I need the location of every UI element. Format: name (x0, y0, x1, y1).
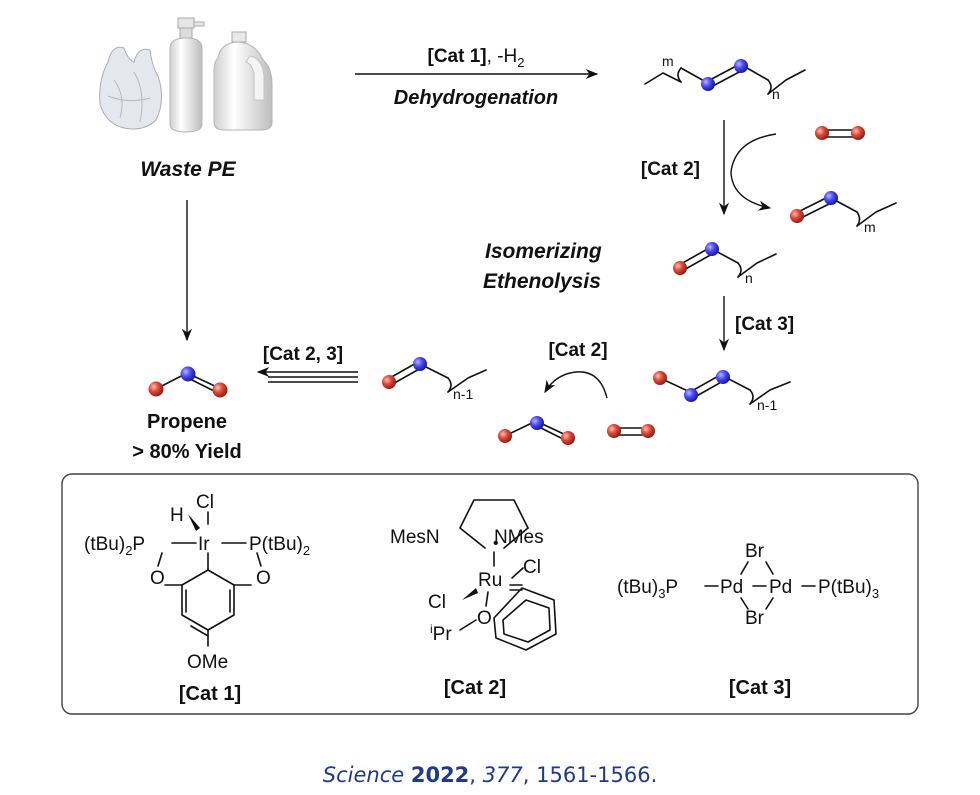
cat1-Cl: Cl (196, 492, 214, 513)
terminal-olefin-n: n (673, 242, 777, 286)
internal-olefin: m n (644, 53, 806, 102)
isomerized-olefin: n-1 (653, 370, 791, 413)
ethylene-reagent-2 (607, 424, 655, 438)
isomerized-olefin-sub: n-1 (757, 397, 777, 413)
terminal-olefin-n-1-sub: n-1 (453, 386, 473, 402)
cat1-O-right: O (256, 568, 271, 589)
cat1-O-left: O (150, 568, 165, 589)
cat1-OMe: OMe (187, 652, 228, 673)
ethenolysis-label-line2: Ethenolysis (483, 270, 601, 293)
citation: Science 2022, 377, 1561-1566. (323, 763, 658, 787)
citation-pages: 1561-1566. (536, 763, 657, 787)
cat1-left-ligand: (tBu)2P (84, 534, 145, 558)
propene-product (148, 366, 228, 398)
cat3-right-ligand: P(tBu)3 (818, 577, 879, 601)
citation-journal: Science (323, 763, 404, 787)
milk-jug-icon (213, 31, 273, 131)
cat1-H: H (170, 505, 184, 526)
cat1-Ir: Ir (198, 534, 210, 555)
ethylene-reagent (815, 126, 865, 140)
cat2-Ru: Ru (478, 570, 502, 591)
cat1-right-ligand: P(tBu)2 (249, 534, 310, 558)
ethylene-in-curve (730, 133, 777, 211)
step3-reagent: [Cat 3] (735, 314, 794, 335)
ethenolysis-arrow-2 (544, 371, 608, 399)
cat3-Pd2: Pd (769, 577, 792, 598)
cat2-structure: MesN NMes • Ru Cl Cl O iPr [Cat 2] (390, 499, 557, 699)
cat3-structure: (tBu)3P Pd Pd P(tBu)3 Br Br [Cat 3] (617, 541, 879, 699)
cat2-Cl-left: Cl (428, 592, 446, 613)
step5-reagent: [Cat 2, 3] (263, 344, 343, 365)
cat2-MesN: MesN (390, 527, 440, 548)
soap-bottle-icon (169, 17, 205, 133)
internal-olefin-carbon-b (734, 59, 748, 73)
cat2-label: [Cat 2] (444, 677, 506, 699)
catalyst-panel (61, 473, 919, 715)
dehydrogenation-label: Dehydrogenation (394, 87, 558, 109)
cat3-left-ligand: (tBu)3P (617, 577, 678, 601)
cat2-iPr: iPr (430, 622, 452, 645)
cat3-Br-top: Br (745, 541, 765, 562)
step2-reagent: [Cat 2] (641, 159, 700, 180)
cat3-Br-bottom: Br (745, 608, 765, 629)
citation-volume: 377 (483, 763, 524, 787)
terminal-olefin-n-1: n-1 (382, 357, 487, 402)
waste-pe-label: Waste PE (140, 158, 236, 181)
iterative-arrows (256, 366, 358, 383)
ethenolysis-label-line1: Isomerizing (485, 240, 602, 263)
cat1-label: [Cat 1] (179, 683, 241, 705)
step1-reagent: [Cat 1] (428, 46, 487, 67)
terminal-olefin-m-sub: m (864, 219, 876, 235)
cat2-Cl-top: Cl (523, 557, 541, 578)
step1-byproduct: -H (497, 46, 517, 67)
step1-reagents: [Cat 1], -H2 (428, 46, 525, 70)
internal-olefin-m: m (662, 53, 674, 69)
citation-year: 2022 (411, 763, 469, 787)
terminal-olefin-n-sub: n (745, 270, 753, 286)
cat1-structure: H Cl Ir (tBu)2P P(tBu)2 O O OMe [Cat 1] (84, 492, 310, 705)
propene-yield: > 80% Yield (132, 441, 242, 463)
terminal-olefin-m: m (790, 191, 897, 235)
cat2-carbene-dot: • (493, 535, 499, 552)
cat2-NMes: NMes (494, 527, 544, 548)
cat3-Pd1: Pd (720, 577, 743, 598)
plastic-bag-icon (99, 46, 162, 130)
cat2-O: O (477, 608, 492, 629)
step4-reagent: [Cat 2] (548, 340, 607, 361)
cat3-label: [Cat 3] (729, 677, 791, 699)
propene-byproduct (498, 416, 575, 445)
propene-label: Propene (147, 411, 227, 433)
internal-olefin-n: n (772, 86, 780, 102)
internal-olefin-carbon-a (701, 77, 715, 91)
step1-byproduct-sub: 2 (517, 55, 524, 70)
